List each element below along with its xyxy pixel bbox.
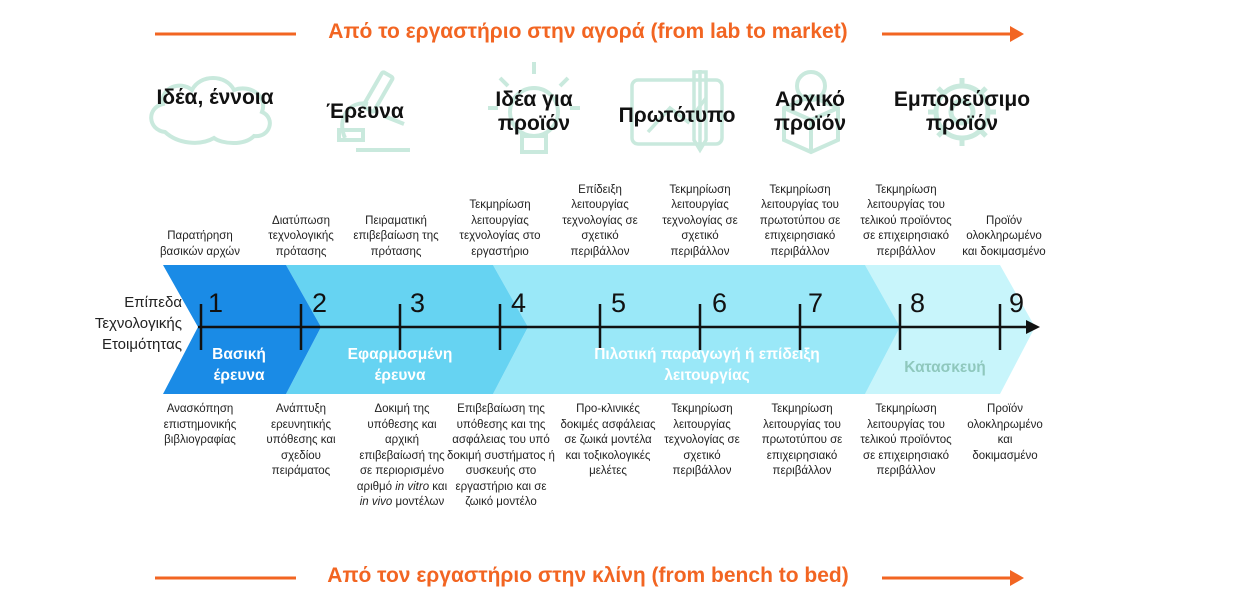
bottom-arrow-head <box>1010 570 1024 586</box>
top-descriptions: Παρατήρηση βασικών αρχών Διατύπωση τεχνο… <box>150 150 1050 260</box>
stage-title-marketable-product: Εμπορεύσιμο προϊόν <box>893 88 1031 135</box>
top-desc-3: Πειραματική επιβεβαίωση της πρότασης <box>353 214 439 258</box>
cloud-icon <box>149 76 272 145</box>
stage-title-idea: Ιδέα, έννοια <box>156 86 274 109</box>
top-desc-5: Επίδειξη λειτουργίας τεχνολογίας σε σχετ… <box>562 183 638 258</box>
gear-icon <box>928 78 996 146</box>
top-desc-2: Διατύπωση τεχνολογικής πρότασης <box>268 214 334 258</box>
band-basic <box>163 265 321 394</box>
band-label-manufacturing: Κατασκευή <box>904 359 986 376</box>
trl-label: Επίπεδα Τεχνολογικής Ετοιμότητας <box>94 294 182 353</box>
stage-title-research: Έρευνα <box>326 100 404 123</box>
top-desc-7: Τεκμηρίωση λειτουργίας του πρωτοτύπου σε… <box>759 183 841 258</box>
band-label-pilot: Πιλοτική παραγωγή ή επίδειξη λειτουργίας <box>594 346 820 384</box>
bottom-desc-1: Ανασκόπηση επιστημονικής βιβλιογραφίας <box>163 403 237 446</box>
band-label-basic: Βασική έρευνα <box>212 346 266 384</box>
level-6: 6 <box>712 288 728 318</box>
footer-banner: Από τον εργαστήριο στην κλίνη (from benc… <box>327 564 849 587</box>
top-desc-8: Τεκμηρίωση λειτουργίας του τελικού προϊό… <box>860 183 952 258</box>
top-arrow-head <box>1010 26 1024 42</box>
bottom-desc-8: Τεκμηρίωση λειτουργίας του τελικού προϊό… <box>860 403 952 477</box>
bottom-desc-9: Προϊόν ολοκληρωμένο και δοκιμασμένο <box>967 403 1043 462</box>
band-manufacturing <box>865 265 1035 394</box>
level-2: 2 <box>312 288 328 318</box>
level-1: 1 <box>208 288 224 318</box>
band-pilot <box>493 265 900 394</box>
top-desc-9: Προϊόν ολοκληρωμένο και δοκιμασμένο <box>962 214 1046 258</box>
level-3: 3 <box>410 288 426 318</box>
trl-axis-arrowhead <box>1026 320 1040 334</box>
band-label-applied: Εφαρμοσμένη έρευνα <box>347 346 453 384</box>
bottom-desc-3: Δοκιμή της υπόθεσης και αρχική επιβεβαίω… <box>356 403 448 508</box>
bottom-desc-7: Τεκμηρίωση λειτουργίας του πρωτοτύπου σε… <box>761 403 843 477</box>
bottom-desc-2: Ανάπτυξη ερευνητικής υπόθεσης και σχεδίο… <box>266 403 336 477</box>
level-8: 8 <box>910 288 926 318</box>
stage-title-initial-product: Αρχικό προϊόν <box>773 88 847 135</box>
top-desc-4: Τεκμηρίωση λειτουργίας τεχνολογίας στο ε… <box>459 199 541 258</box>
stage-title-prototype: Πρωτότυπο <box>618 104 736 127</box>
level-5: 5 <box>611 288 627 318</box>
bottom-desc-4: Επιβεβαίωση της υπόθεσης και της ασφάλει… <box>447 403 555 508</box>
level-7: 7 <box>808 288 824 318</box>
top-desc-1: Παρατήρηση βασικών αρχών <box>159 230 241 258</box>
bottom-desc-6: Τεκμηρίωση λειτουργίας τεχνολογίας σε σχ… <box>664 403 740 477</box>
bottom-desc-5: Προ-κλινικές δοκιμές ασφάλειας σε ζωικά … <box>560 403 656 477</box>
stage-title-product-idea: Ιδέα για προϊόν <box>495 88 573 135</box>
microscope-icon <box>337 70 410 152</box>
band-applied <box>286 265 528 394</box>
blueprint-pencil-icon <box>630 70 724 154</box>
top-desc-6: Τεκμηρίωση λειτουργίας τεχνολογίας σε σχ… <box>662 183 738 258</box>
lightbulb-icon <box>488 62 580 154</box>
gear-box-icon <box>782 70 840 155</box>
header-banner: Από το εργαστήριο στην αγορά (from lab t… <box>328 20 848 43</box>
level-4: 4 <box>511 288 527 318</box>
level-9: 9 <box>1009 288 1025 318</box>
